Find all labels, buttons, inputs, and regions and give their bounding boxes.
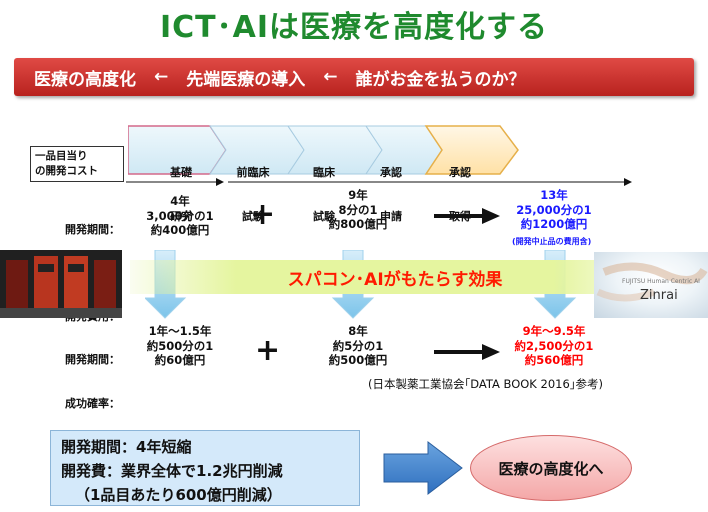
label-period: 開発期間： [65,223,120,236]
zinrai-image [594,252,708,318]
before-b-rate: 8分の1 [338,202,378,217]
banner-arrow-2: ← [323,67,338,87]
summary-line2: 開発費：業界全体で1.2兆円削減 [61,462,283,480]
stage-4-line1: 承認 [380,166,402,179]
after-b-cost: 約500億円 [328,353,388,367]
plus-sign: + [250,197,276,232]
stage-1-line2: 研究 [170,209,192,223]
stage-2-line1: 前臨床 [236,166,270,179]
source-citation: (日本製薬工業協会｢DATA BOOK 2016｣参考) [368,377,604,391]
after-stage-b: 8年 約5分の1 約500億円 [318,324,398,368]
banner-mid: 先端医療の導入 [186,69,306,90]
cost-label-line2: の開発コスト [35,165,98,177]
stage-3-line2: 試験 [313,209,335,223]
zinrai-logo: Zinrai [640,288,678,303]
after-a-period: 1年～1.5年 [148,324,212,338]
before-total-note: (開発中止品の費用含) [512,237,592,246]
summary-line1: 開発期間：4年短縮 [61,438,192,456]
before-stage-b: 9年 8分の1 約800億円 [318,188,398,232]
stage-2: 前臨床 試験 [226,137,280,239]
before-total: 13年 25,000分の1 約1200億円 [508,188,600,232]
after-total: 9年～9.5年 約2,500分の1 約560億円 [506,324,602,368]
before-a-cost: 約400億円 [150,223,210,237]
result-text: 医療の高度化へ [498,459,604,478]
before-a-period: 4年 [170,194,190,208]
effect-band-text: スパコン･AIがもたらす効果 [287,269,503,290]
before-b-period: 9年 [348,188,368,202]
after-total-rate: 約2,500分の1 [514,338,594,353]
result-ellipse: 医療の高度化へ [470,435,632,501]
before-total-rate: 25,000分の1 [516,202,592,217]
effect-band [130,260,660,294]
right-arrow-icon [434,208,500,224]
summary-box: 開発期間：4年短縮 開発費：業界全体で1.2兆円削減 （1品目あたり600億円削… [50,430,360,506]
supercomputer-racks-icon [0,250,122,318]
after-b-period: 8年 [348,324,368,338]
stage-2-line2: 試験 [242,209,264,223]
page-title: ICT･AIは医療を高度化する [159,10,549,45]
headline-banner: 医療の高度化 ← 先端医療の導入 ← 誰がお金を払うのか？ [14,58,694,96]
banner-left: 医療の高度化 [34,69,136,90]
before-total-cost: 約1200億円 [520,217,588,231]
before-b-cost: 約800億円 [328,217,388,231]
supercomputer-image [0,250,122,318]
label-period: 開発期間： [65,353,120,366]
after-stage-a: 1年～1.5年 約500分の1 約60億円 [138,324,222,368]
stage-5-line1: 承認 [449,166,471,179]
stage-3-line1: 臨床 [313,166,335,179]
stage-1-line1: 基礎 [170,166,192,179]
stage-4-line2: 申請 [380,209,402,223]
before-total-period: 13年 [540,188,568,202]
before-a-rate: 3,000分の1 [146,208,214,223]
hands-graphic-icon [596,262,708,302]
stage-chevron [424,125,519,175]
cost-per-item-label: 一品目当り の開発コスト [30,146,124,182]
big-right-arrow-icon [383,440,463,496]
timeline-arrows [126,178,632,186]
summary-line3: （1品目あたり600億円削減） [75,486,282,504]
right-arrow-icon [434,344,500,360]
banner-right: 誰がお金を払うのか？ [355,69,526,90]
after-a-rate: 約500分の1 [146,338,214,353]
after-b-rate: 約5分の1 [332,338,384,353]
label-rate: 成功確率： [65,396,120,410]
stage-3: 臨床 試験 [304,137,344,239]
cost-label-line1: 一品目当り [35,150,88,162]
stage-4: 承認 申請 [371,137,411,239]
before-stage-a: 4年 3,000分の1 約400億円 [140,194,220,238]
after-total-cost: 約560億円 [524,353,584,367]
zinrai-tagline: FUJITSU Human Centric AI [622,278,700,285]
after-a-cost: 約60億円 [154,353,206,367]
banner-arrow-1: ← [154,67,169,87]
stage-chevron-row [128,125,519,175]
stage-1: 基礎 研究 [161,137,201,239]
plus-sign: + [255,333,281,368]
after-total-period: 9年～9.5年 [522,324,586,338]
